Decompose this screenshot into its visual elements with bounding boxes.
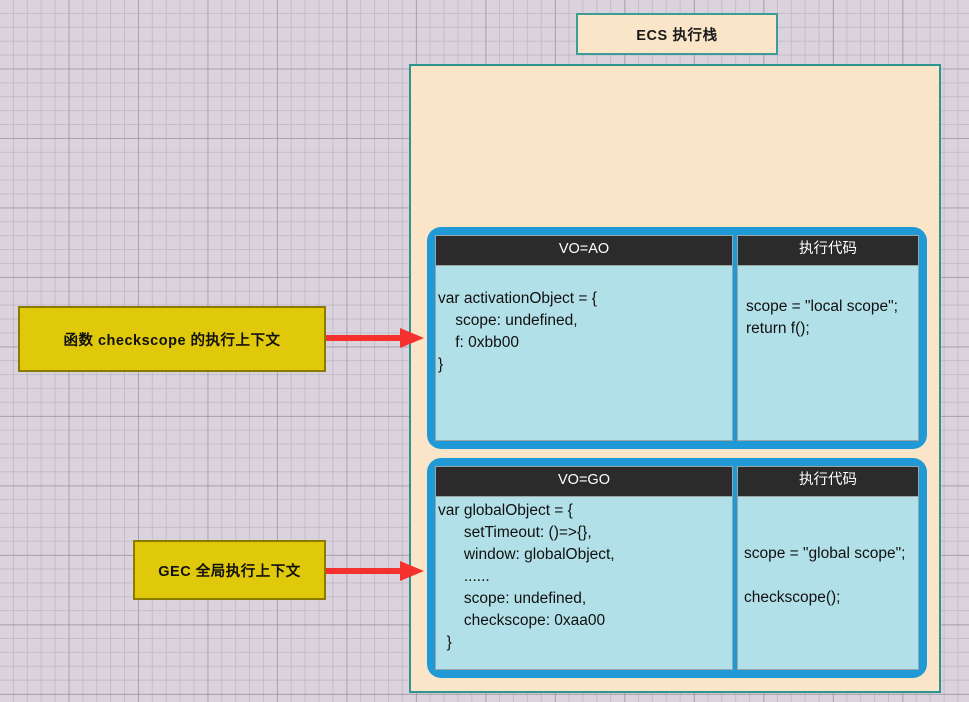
annotation-global-context-label: GEC 全局执行上下文 [158,563,301,580]
panel-body-code-global: scope = "global scope"; checkscope(); [744,544,906,606]
ecs-stack-title-label: ECS 执行栈 [636,27,718,44]
context-frame-function-checkscope: VO=AO var activationObject = { scope: un… [427,227,927,449]
panel-variable-object-ao: VO=AO var activationObject = { scope: un… [435,235,733,441]
panel-body-vo-ao: var activationObject = { scope: undefine… [438,289,597,373]
annotation-global-context: GEC 全局执行上下文 [133,540,326,600]
annotation-function-context-label: 函数 checkscope 的执行上下文 [63,332,281,349]
panel-header-code-global: 执行代码 [738,467,918,497]
panel-executing-code-global: 执行代码 scope = "global scope"; checkscope(… [737,466,919,670]
execution-stack-container: VO=AO var activationObject = { scope: un… [409,64,941,693]
panel-variable-object-go: VO=GO var globalObject = { setTimeout: (… [435,466,733,670]
panel-header-vo-ao: VO=AO [436,236,732,266]
panel-body-vo-go: var globalObject = { setTimeout: ()=>{},… [438,501,615,651]
annotation-function-context: 函数 checkscope 的执行上下文 [18,306,326,372]
context-frame-global: VO=GO var globalObject = { setTimeout: (… [427,458,927,678]
panel-body-code-function: scope = "local scope"; return f(); [746,297,898,337]
panel-header-code-function: 执行代码 [738,236,918,266]
ecs-stack-title-box: ECS 执行栈 [576,13,778,55]
arrow-right-icon [326,328,424,348]
panel-executing-code-function: 执行代码 scope = "local scope"; return f(); [737,235,919,441]
arrow-right-icon [326,561,424,581]
panel-header-vo-go: VO=GO [436,467,732,497]
